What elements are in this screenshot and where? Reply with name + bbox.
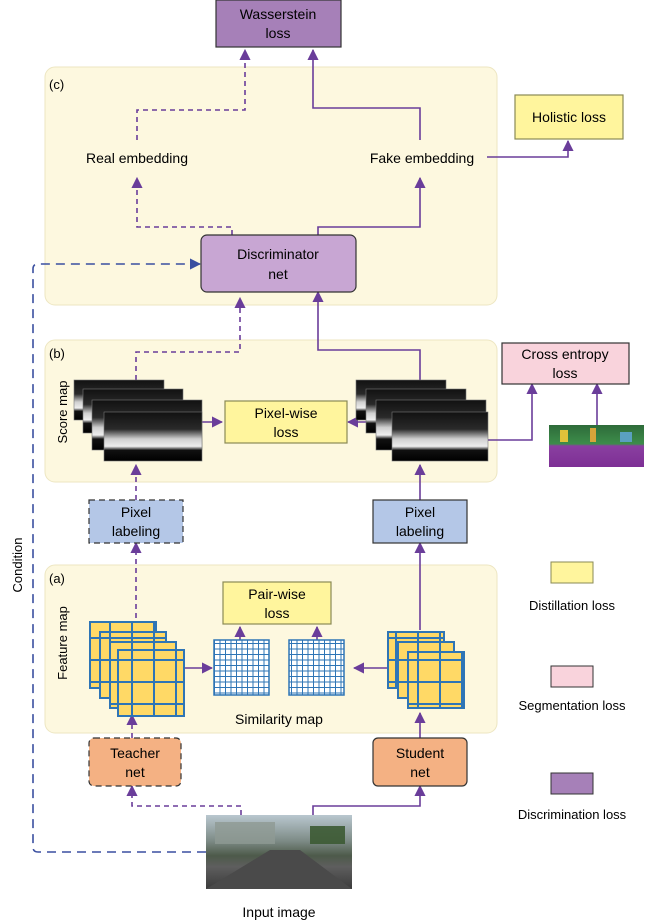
input-image-label: Input image xyxy=(242,904,315,920)
teacher-net-line1: Teacher xyxy=(110,745,160,761)
pair-wise-line2: loss xyxy=(265,605,290,621)
condition-label: Condition xyxy=(10,538,25,593)
discriminator-line1: Discriminator xyxy=(237,246,319,262)
wasserstein-loss-line1: Wasserstein xyxy=(240,6,317,22)
panel-c xyxy=(44,66,498,306)
student-feature-map-stack xyxy=(387,631,465,709)
student-similarity-map xyxy=(288,639,345,696)
pair-wise-loss-box xyxy=(222,581,332,625)
student-pixel-labeling-box xyxy=(372,499,468,544)
input-to-teacher-arrow xyxy=(126,784,242,815)
discriminator-line2: net xyxy=(268,266,288,282)
teacher-score-map-stack xyxy=(73,379,203,462)
disc-to-real-arrow xyxy=(131,176,233,235)
cross-entropy-line2: loss xyxy=(553,365,578,381)
teacher-similarity-map xyxy=(213,639,270,696)
student-net-line1: Student xyxy=(396,745,444,761)
student-score-to-disc-arrow xyxy=(312,290,421,380)
panel-c-label: (c) xyxy=(49,77,64,92)
legend: Distillation loss Segmentation loss Disc… xyxy=(518,561,627,822)
pair-wise-line1: Pair-wise xyxy=(248,586,306,602)
panel-a-label: (a) xyxy=(49,571,65,586)
real-to-wasserstein-arrow xyxy=(136,48,251,140)
cross-entropy-line1: Cross entropy xyxy=(521,346,608,362)
condition-connector xyxy=(32,258,206,853)
pixel-wise-loss-box xyxy=(224,400,348,444)
similarity-map-label: Similarity map xyxy=(235,711,323,727)
wasserstein-loss-box xyxy=(215,0,342,48)
holistic-loss-label: Holistic loss xyxy=(532,109,606,125)
cross-entropy-loss-box xyxy=(501,342,630,385)
holistic-loss-box xyxy=(514,94,624,140)
teacher-net-box xyxy=(88,737,182,787)
student-labeling-line1: Pixel xyxy=(405,504,435,520)
student-net-line2: net xyxy=(410,764,430,780)
panel-b-label: (b) xyxy=(49,346,65,361)
teacher-pixel-labeling-box xyxy=(88,499,184,544)
discriminator-net-box xyxy=(200,234,357,293)
input-image xyxy=(206,815,352,889)
real-embedding-label: Real embedding xyxy=(86,150,188,166)
teacher-labeling-line1: Pixel xyxy=(121,504,151,520)
feature-map-side-label: Feature map xyxy=(55,606,70,680)
fake-embedding-label: Fake embedding xyxy=(370,150,474,166)
disc-to-fake-arrow xyxy=(317,176,426,235)
legend-segmentation-label: Segmentation loss xyxy=(519,698,626,713)
legend-discrimination-swatch xyxy=(550,772,594,795)
student-score-map-stack xyxy=(355,379,489,462)
ground-truth-segmentation-image xyxy=(549,425,644,467)
student-score-to-crossentropy-arrow xyxy=(488,382,538,441)
input-to-student-arrow xyxy=(312,784,426,815)
legend-distillation-swatch xyxy=(550,561,594,584)
legend-distillation-label: Distillation loss xyxy=(529,598,615,613)
pixel-wise-line2: loss xyxy=(274,424,299,440)
teacher-labeling-line2: labeling xyxy=(112,523,160,539)
wasserstein-loss-line2: loss xyxy=(266,25,291,41)
legend-segmentation-swatch xyxy=(550,665,594,688)
score-map-side-label: Score map xyxy=(55,381,70,444)
student-net-box xyxy=(372,737,468,787)
fake-to-holistic-arrow xyxy=(487,139,574,158)
legend-discrimination-label: Discrimination loss xyxy=(518,807,627,822)
teacher-feature-map-stack xyxy=(89,621,185,717)
pixel-wise-line1: Pixel-wise xyxy=(254,405,317,421)
student-labeling-line2: labeling xyxy=(396,523,444,539)
teacher-score-to-disc-arrow xyxy=(135,296,246,380)
teacher-net-line2: net xyxy=(125,764,145,780)
fake-to-wasserstein-arrow xyxy=(307,48,421,140)
